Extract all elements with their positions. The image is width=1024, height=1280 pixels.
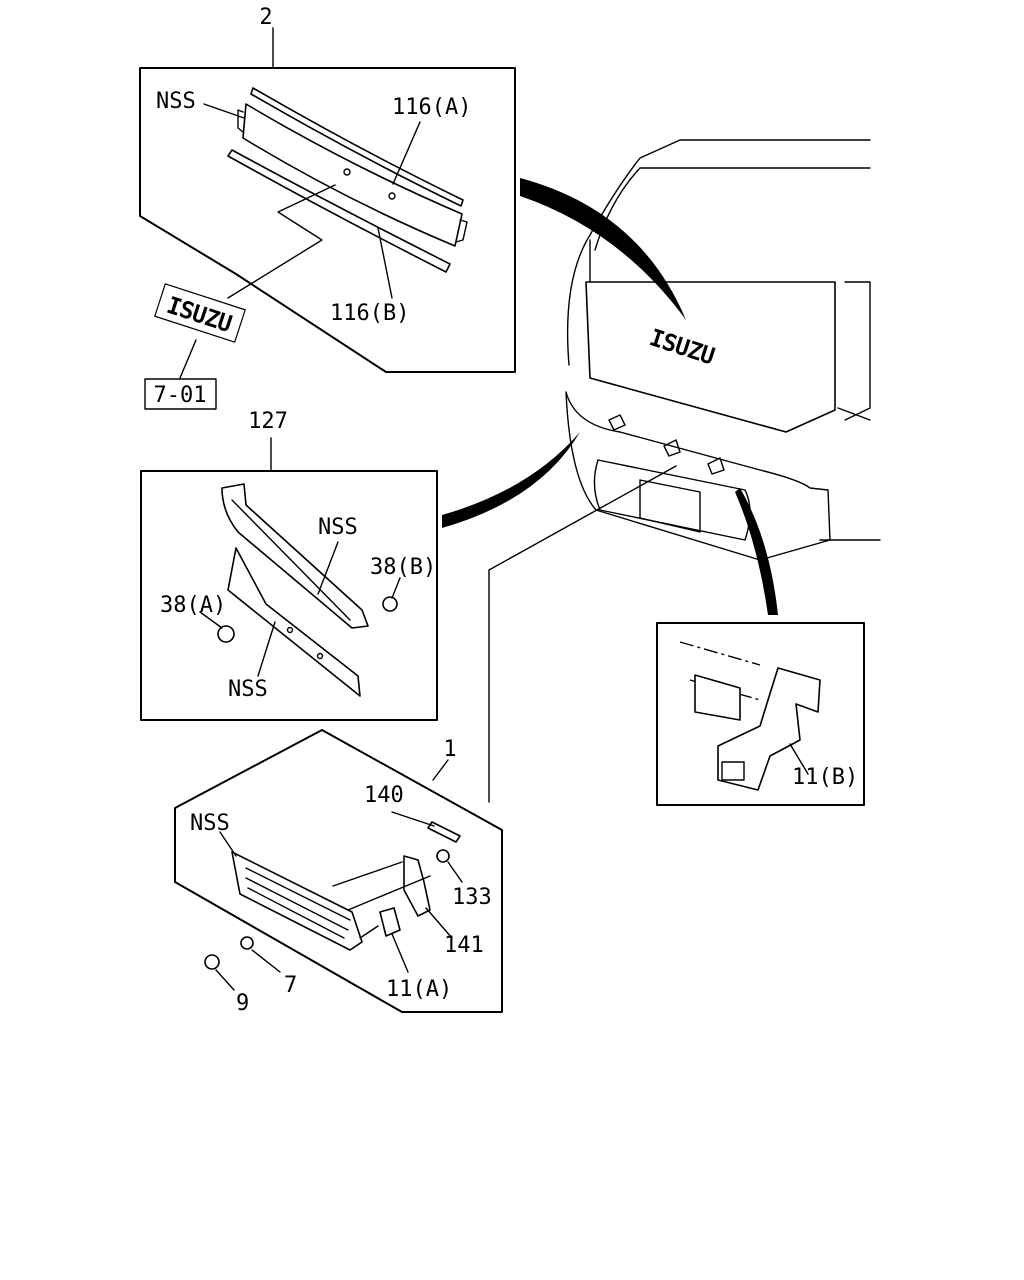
vehicle-front-sketch: ISUZU <box>442 139 881 803</box>
frame-2-panel <box>139 27 516 379</box>
label-nss-top: NSS <box>156 89 196 114</box>
frame-127-panel <box>140 437 438 721</box>
label-116a: 116(A) <box>392 95 471 120</box>
label-nss-bottom: NSS <box>190 811 230 836</box>
isuzu-emblem: ISUZU <box>154 283 246 343</box>
pointer-arrow-mid <box>442 432 580 528</box>
pointer-arrow-right <box>735 488 778 615</box>
label-7: 7 <box>284 973 297 998</box>
label-116b: 116(B) <box>330 301 409 326</box>
frame-1-panel <box>174 729 503 1013</box>
callout-labels: 2 NSS 116(A) 116(B) 127 NSS 38(B) 38(A) … <box>156 5 858 1016</box>
label-133: 133 <box>452 885 492 910</box>
label-frame-1: 1 <box>443 737 456 762</box>
label-141: 141 <box>444 933 484 958</box>
label-11a: 11(A) <box>386 977 452 1002</box>
label-140: 140 <box>364 783 404 808</box>
ref-box-7-01[interactable]: 7-01 <box>144 378 217 410</box>
label-frame-2: 2 <box>259 5 272 30</box>
label-38a: 38(A) <box>160 593 226 618</box>
label-nss-mid-2: NSS <box>228 677 268 702</box>
label-11b: 11(B) <box>792 765 858 790</box>
label-nss-mid-1: NSS <box>318 515 358 540</box>
pointer-arrow-top <box>520 178 686 320</box>
frame-11b-panel <box>656 622 865 806</box>
label-9: 9 <box>236 991 249 1016</box>
label-38b: 38(B) <box>370 555 436 580</box>
label-frame-127: 127 <box>248 409 288 434</box>
svg-text:7-01: 7-01 <box>154 383 207 408</box>
